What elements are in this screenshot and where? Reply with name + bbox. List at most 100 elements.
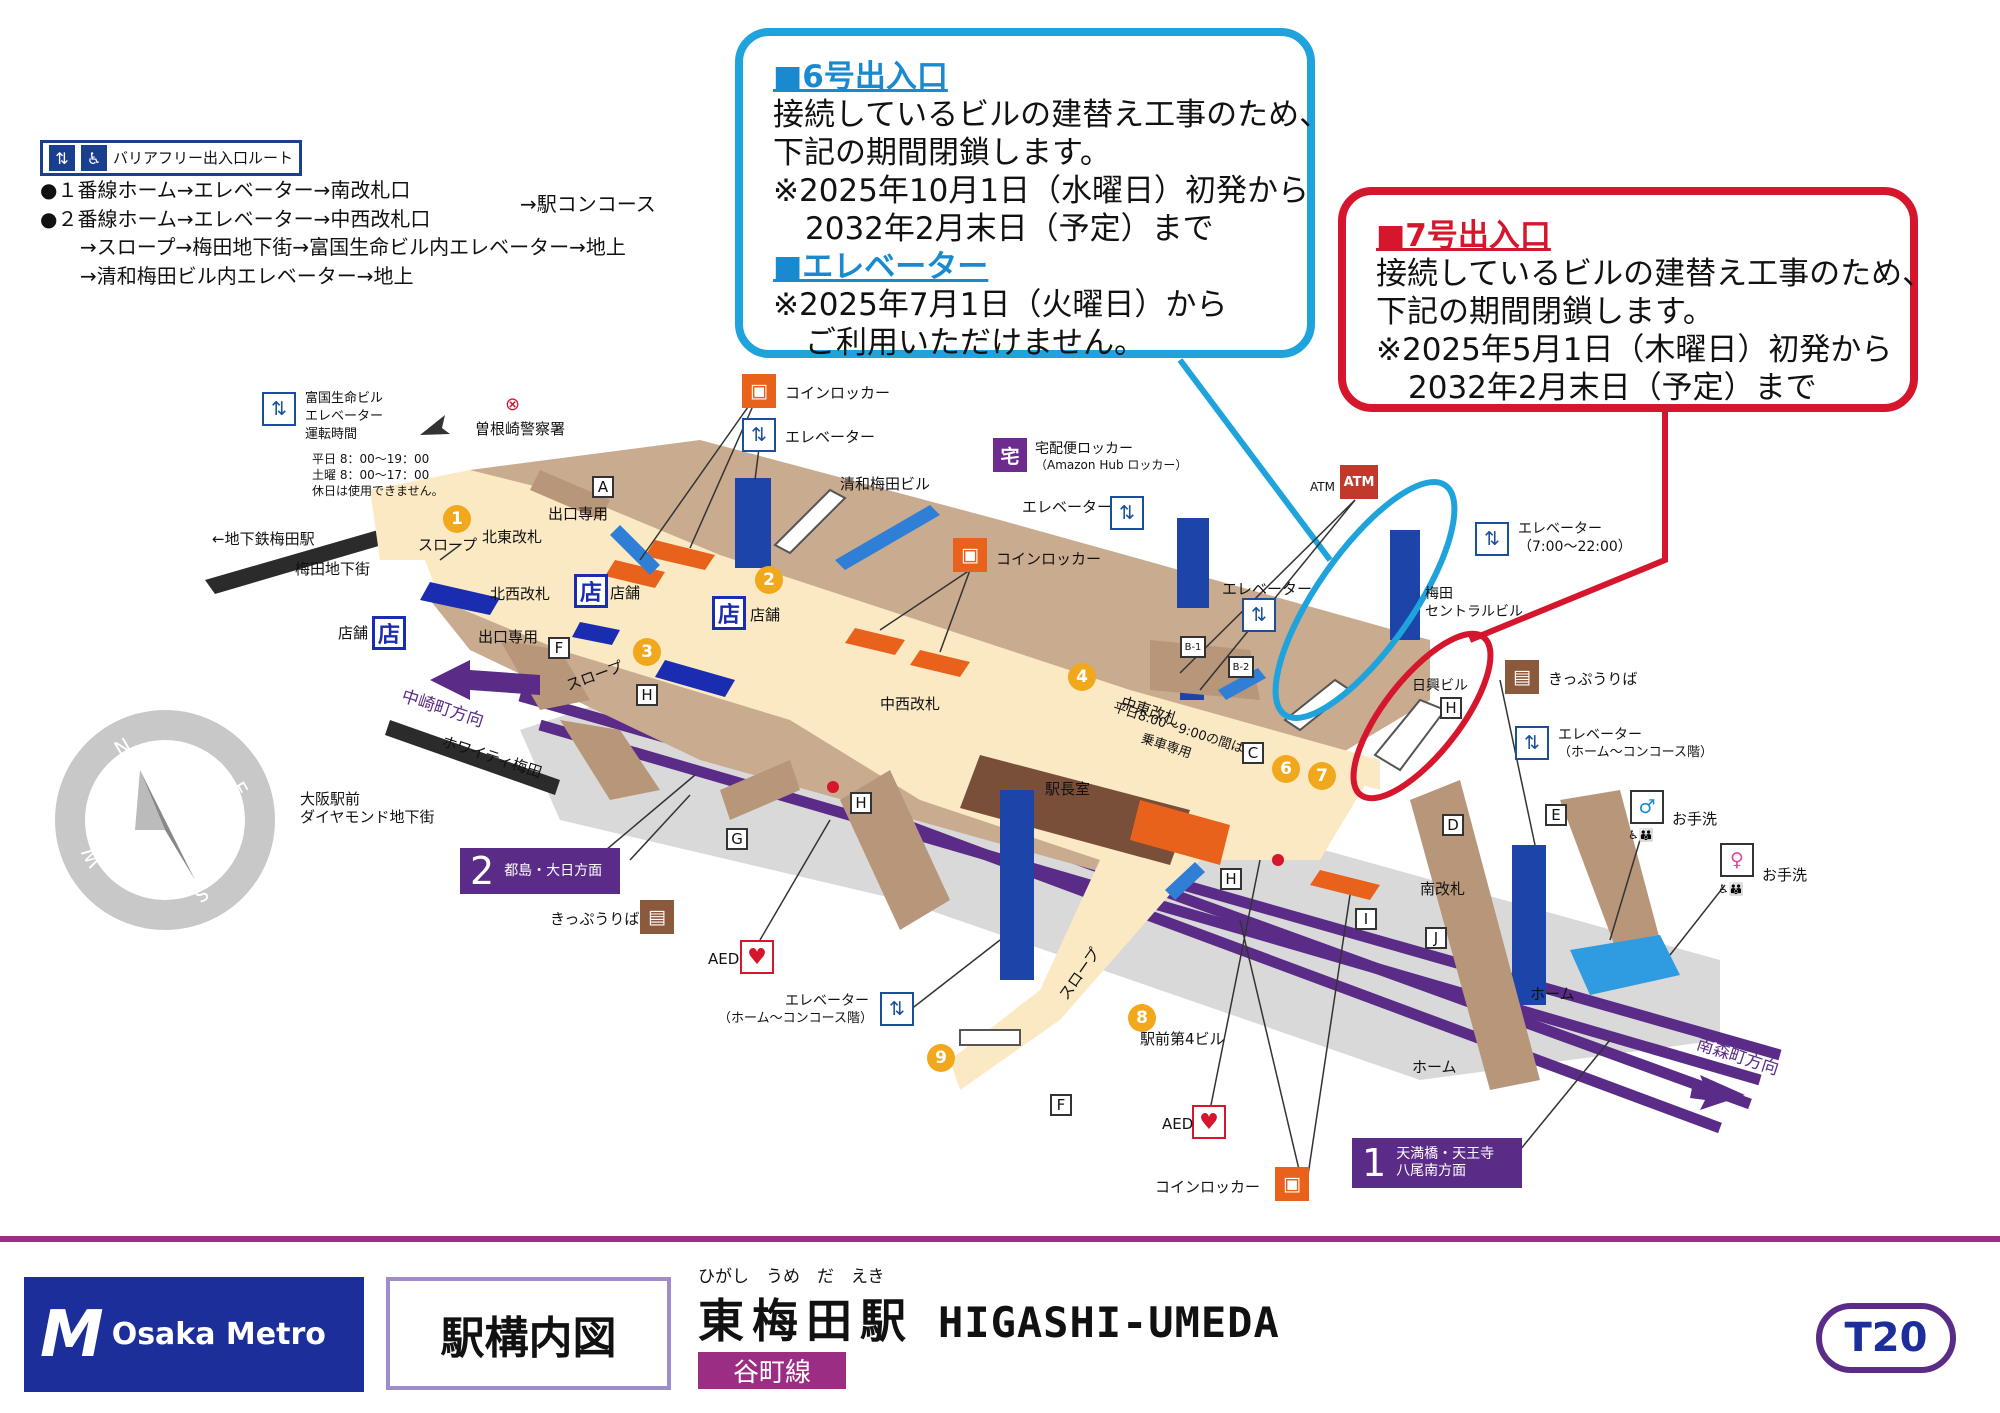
platform-destination-line: 八尾南方面 — [1396, 1163, 1467, 1179]
exit6-notice: ■6号出入口 接続しているビルの建替え工事のため、 下記の期間閉鎖します。 ※2… — [735, 28, 1331, 361]
platform-destination: 天満橋・天王寺 八尾南方面 — [1396, 1146, 1494, 1180]
elevator-label: エレベーター — [1022, 498, 1113, 516]
aed-dot-2 — [1272, 854, 1284, 866]
exit-number: 9 — [927, 1044, 955, 1072]
aed-label: AED — [708, 950, 740, 968]
coin-locker-label: コインロッカー — [1155, 1178, 1261, 1196]
shop-block-1 — [420, 582, 500, 615]
compass — [55, 710, 275, 930]
station-name-en: HIGASHI-UMEDA — [938, 1298, 1280, 1347]
locker-block-3 — [845, 628, 905, 655]
shop-label: 店舗 — [610, 584, 641, 602]
shop-icon: 店 — [574, 574, 608, 608]
osaka-metro-logo: M Osaka Metro — [24, 1277, 364, 1392]
exit-letter-e: E — [1545, 804, 1567, 826]
exit7-heading: ■7号出入口 — [1376, 218, 1551, 254]
station-ruby: ひがし うめ だ えき — [698, 1267, 885, 1287]
locker-block-2 — [645, 540, 715, 570]
locker-block-5 — [1310, 870, 1380, 900]
exit-letter-h: H — [1220, 868, 1242, 890]
nikko-bldg-label: 日興ビル — [1412, 678, 1468, 694]
elevator-icon: ⇅ — [742, 418, 776, 452]
platform-destination: 都島・大日方面 — [504, 862, 603, 879]
kita-higashi-gate-label: 北東改札 — [482, 528, 543, 546]
toilet-label: お手洗 — [1762, 866, 1808, 884]
elevator-hours-label: （7:00〜22:00） — [1518, 539, 1632, 555]
shop-icon: 店 — [712, 596, 746, 630]
exit-number: 1 — [443, 505, 471, 533]
station-office-label: 駅長室 — [1045, 780, 1091, 798]
exit-letter-i: I — [1355, 908, 1377, 930]
coin-locker-icon: ▣ — [1275, 1167, 1309, 1201]
fukoku-hours: 休日は使用できません。 — [312, 484, 444, 498]
arrow-nakazaki — [430, 660, 540, 700]
exit-number: 6 — [1272, 755, 1300, 783]
logo-mark: M — [40, 1297, 104, 1372]
fukoku-hours: 平日 8：00〜19：00 — [312, 452, 430, 466]
exit-number: 8 — [1128, 1004, 1156, 1032]
platform-1-sign: 1 天満橋・天王寺 八尾南方面 — [1352, 1138, 1522, 1188]
elevator-label: エレベーター — [1222, 580, 1313, 598]
arrow-minamimori — [1690, 1075, 1745, 1110]
elevator-label: エレベーター — [785, 428, 876, 446]
exit6-leader — [1177, 358, 1333, 562]
kita-nishi-gate-label: 北西改札 — [490, 585, 551, 603]
exit6-line: 接続しているビルの建替え工事のため、 — [773, 97, 1331, 133]
platform-2-sign: 2 都島・大日方面 — [460, 848, 620, 894]
elevator-icon: ⇅ — [1242, 598, 1276, 632]
ekimae4-label: 駅前第4ビル — [1140, 1030, 1225, 1048]
home-label: ホーム — [1412, 1058, 1457, 1076]
route-line: ●１番線ホーム→エレベーター→南改札口 — [40, 178, 411, 202]
exit6-heading: ■6号出入口 — [773, 59, 948, 95]
umeda-underground-label: 梅田地下街 — [295, 560, 371, 578]
barrier-free-routes: ⇅ ♿ バリアフリー出入口ルート ●１番線ホーム→エレベーター→南改札口 ●２番… — [40, 140, 700, 291]
route-line: →スロープ→梅田地下街→富国生命ビル内エレベーター→地上 — [80, 235, 626, 259]
stair-masses — [500, 470, 1660, 1090]
exit-letter-h: H — [1440, 697, 1462, 719]
fukoku-title: 富国生命ビル — [305, 391, 384, 406]
elevator-line: ※2025年7月1日（火曜日）から — [773, 287, 1228, 323]
elevator-heading: ■エレベーター — [773, 249, 989, 285]
escalators — [610, 505, 1266, 900]
exit-letter-b1: B-1 — [1180, 636, 1206, 658]
exit-letter-d: D — [1442, 814, 1464, 836]
route-line: →清和梅田ビル内エレベーター→地上 — [80, 264, 414, 288]
atm-label: ATM — [1310, 480, 1335, 494]
stairs — [773, 488, 1447, 1046]
exit-letter-h: H — [850, 792, 872, 814]
arrow-police — [420, 415, 450, 435]
line-name-badge: 谷町線 — [698, 1352, 846, 1389]
whity-walkway — [385, 720, 560, 795]
elevator-hours-label: エレベーター — [1518, 521, 1602, 537]
coin-locker-icon: ▣ — [742, 374, 776, 408]
shop-block-3 — [655, 660, 735, 697]
exit6-highlight — [1272, 479, 1458, 721]
station-office-locker — [1130, 800, 1230, 865]
barrier-free-badge: ⇅ ♿ バリアフリー出入口ルート — [40, 140, 303, 176]
elevator-icon: ⇅ — [262, 392, 296, 426]
exit-letter-j: J — [1425, 927, 1447, 949]
elevator-icon: ⇅ — [1515, 726, 1549, 760]
logo-text: Osaka Metro — [111, 1317, 326, 1352]
exit-number: 4 — [1068, 663, 1096, 691]
exit-letter-f: F — [548, 637, 570, 659]
wheelchair-icon: ♿ — [81, 145, 107, 171]
delivery-locker-icon: 宅 — [993, 438, 1027, 472]
exit-letter-a: A — [592, 476, 614, 498]
exit7-line: 2032年2月末日（予定）まで — [1408, 370, 1817, 406]
exit7-line: ※2025年5月1日（木曜日）初発から — [1376, 332, 1893, 368]
route-line: →駅コンコース — [520, 192, 656, 216]
exit-only-label: 出口専用 — [478, 628, 539, 646]
platform-destination-line: 天満橋・天王寺 — [1396, 1146, 1495, 1162]
shop-block-2 — [572, 622, 620, 645]
station-name: 東梅田駅 HIGASHI-UMEDA — [698, 1285, 1280, 1351]
exit6-line: ※2025年10月1日（水曜日）初発から — [773, 173, 1310, 209]
police-label: 曽根崎警察署 — [475, 420, 566, 438]
route-line: ●２番線ホーム→エレベーター→中西改札口 — [40, 207, 431, 231]
exit6-line: 2032年2月末日（予定）まで — [805, 211, 1214, 247]
seiwa-label: 清和梅田ビル — [840, 475, 931, 493]
diamond-label: ダイヤモンド地下街 — [300, 808, 435, 826]
map-title: 駅構内図 — [386, 1277, 671, 1390]
aed-icon: ♥ — [1192, 1105, 1226, 1139]
exit-letter-f: F — [1050, 1094, 1072, 1116]
